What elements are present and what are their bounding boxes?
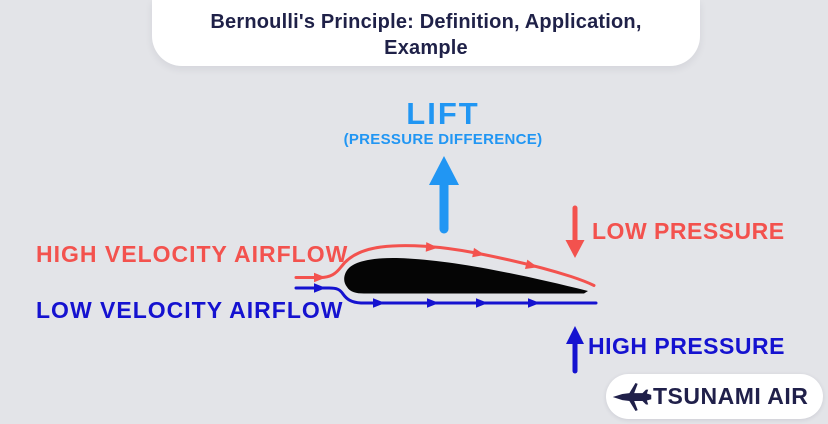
- flow-arrowhead-icon: [476, 298, 488, 308]
- low-velocity-airflow-label: LOW VELOCITY AIRFLOW: [36, 297, 344, 323]
- flow-arrowhead-icon: [373, 298, 385, 308]
- page-title: Bernoulli's Principle: Definition, Appli…: [210, 11, 642, 60]
- title-banner: Bernoulli's Principle: Definition, Appli…: [152, 0, 700, 66]
- low-pressure-arrow-icon: [565, 205, 585, 258]
- flow-arrowhead-icon: [472, 247, 485, 258]
- flow-arrowhead-icon: [425, 242, 438, 252]
- flow-arrowhead-icon: [427, 298, 439, 308]
- high-velocity-airflow-label: HIGH VELOCITY AIRFLOW: [36, 241, 349, 267]
- flow-arrowhead-icon: [524, 259, 538, 269]
- airfoil-shape: [344, 258, 588, 294]
- tsunami-air-logo: TSUNAMI AIR: [606, 374, 823, 419]
- flow-arrowhead-icon: [314, 272, 326, 283]
- high-pressure-label: HIGH PRESSURE: [588, 333, 785, 359]
- jet-plane-icon: [612, 382, 652, 411]
- low-pressure-label: LOW PRESSURE: [592, 218, 785, 244]
- brand-name: TSUNAMI AIR: [653, 383, 809, 409]
- lift-sublabel: (PRESSURE DIFFERENCE): [343, 131, 543, 148]
- flow-arrowhead-icon: [314, 283, 326, 293]
- lift-arrow-icon: [429, 156, 459, 234]
- flow-arrowhead-icon: [528, 298, 540, 308]
- high-pressure-arrow-icon: [566, 326, 584, 374]
- lift-label: LIFT: [406, 96, 480, 131]
